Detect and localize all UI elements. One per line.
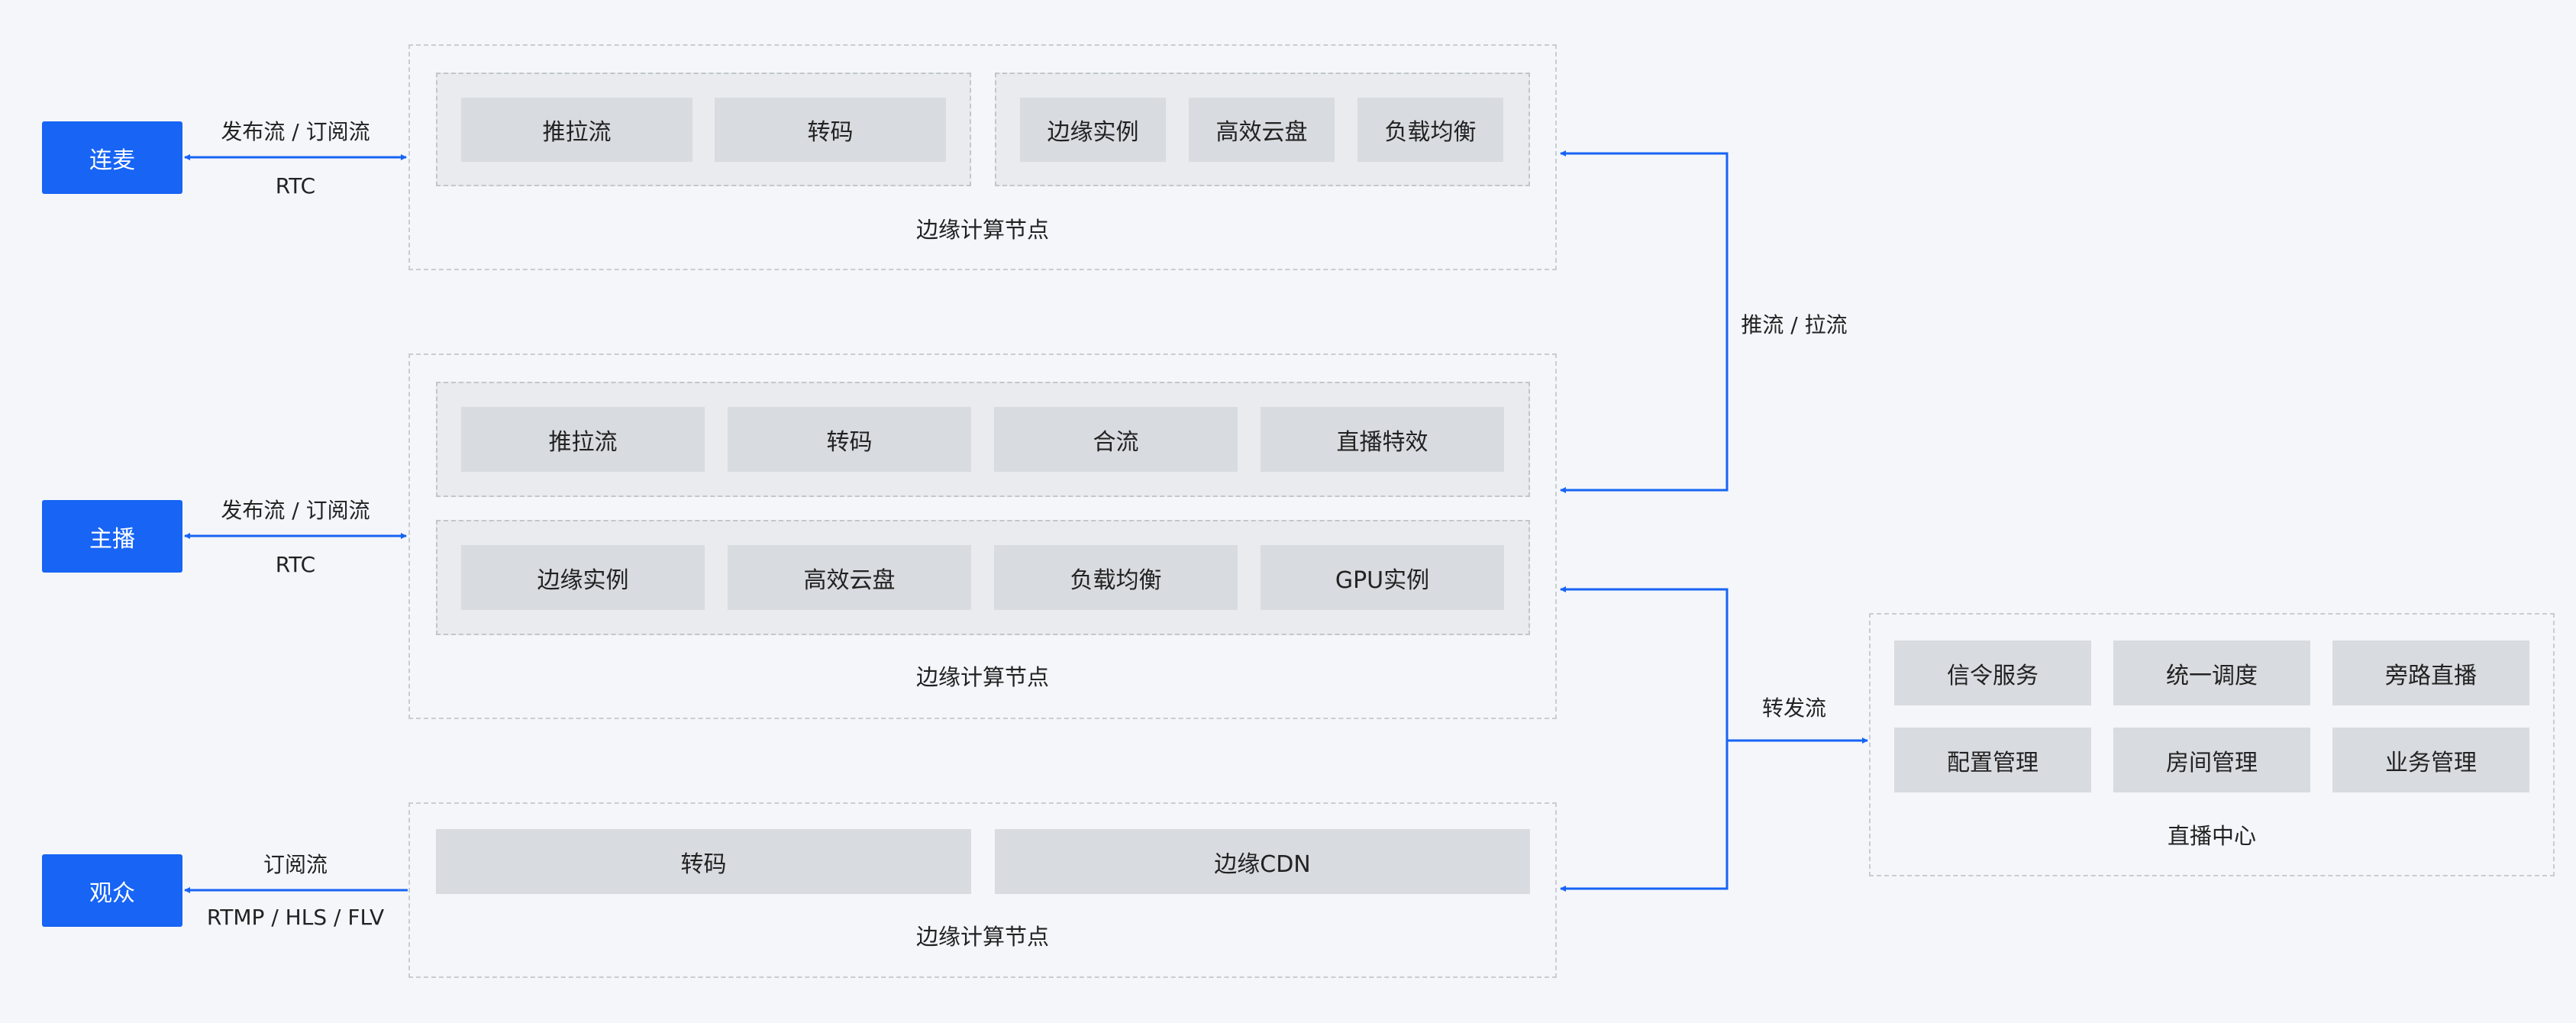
edge-node-2-cell: 合流	[994, 407, 1238, 472]
push-pull-arrow	[1560, 150, 1729, 493]
forward-label: 转发流	[1761, 695, 1826, 721]
edge-node-1-cell: 边缘实例	[1020, 98, 1166, 162]
live-center-cell: 配置管理	[1894, 728, 2091, 792]
edge-node-3	[408, 802, 1557, 978]
live-center-caption: 直播中心	[2167, 823, 2256, 849]
edge-node-2-cell: GPU实例	[1261, 545, 1504, 610]
zhubo-node: 主播	[42, 500, 182, 573]
edge-node-1-cell: 推拉流	[461, 98, 692, 162]
live-center-cell: 统一调度	[2113, 641, 2310, 705]
edge-node-1-cell: 转码	[715, 98, 946, 162]
edge-node-2-cell: 推拉流	[461, 407, 705, 472]
lianmai-link-top-label: 发布流 / 订阅流	[221, 119, 370, 144]
edge-node-3-cell: 边缘CDN	[995, 829, 1530, 894]
live-center-cell: 信令服务	[1894, 641, 2091, 705]
live-center-cell: 房间管理	[2113, 728, 2310, 792]
live-center	[1869, 613, 2555, 876]
edge-node-2-cell: 转码	[728, 407, 971, 472]
live-center-cell: 旁路直播	[2332, 641, 2529, 705]
edge-node-2-cell: 负载均衡	[994, 545, 1238, 610]
forward-to-node3-arrow	[1560, 741, 1729, 892]
edge-node-2-cell: 高效云盘	[728, 545, 971, 610]
lianmai-node: 连麦	[42, 121, 182, 194]
edge-node-1-cell: 负载均衡	[1357, 98, 1503, 162]
zhubo-link-bottom-label: RTC	[275, 552, 316, 577]
push-pull-label: 推流 / 拉流	[1741, 312, 1848, 337]
edge-node-1-cell: 高效云盘	[1189, 98, 1335, 162]
guanzhong-link-bottom-label: RTMP / HLS / FLV	[206, 905, 385, 930]
live-center-cell: 业务管理	[2332, 728, 2529, 792]
forward-to-node2-arrow	[1560, 586, 1729, 741]
guanzhong-link-top-label: 订阅流	[263, 852, 328, 877]
edge-node-3-cell: 转码	[436, 829, 971, 894]
lianmai-link-bottom-label: RTC	[275, 173, 316, 198]
edge-node-2	[408, 353, 1557, 719]
edge-node-2-cell: 边缘实例	[461, 545, 705, 610]
edge-node-1	[408, 44, 1557, 270]
edge-node-1-caption: 边缘计算节点	[915, 217, 1049, 243]
zhubo-link-top-label: 发布流 / 订阅流	[221, 498, 370, 523]
edge-node-2-caption: 边缘计算节点	[915, 664, 1049, 690]
edge-node-3-caption: 边缘计算节点	[915, 924, 1049, 950]
guanzhong-node: 观众	[42, 854, 182, 927]
edge-node-2-cell: 直播特效	[1261, 407, 1504, 472]
